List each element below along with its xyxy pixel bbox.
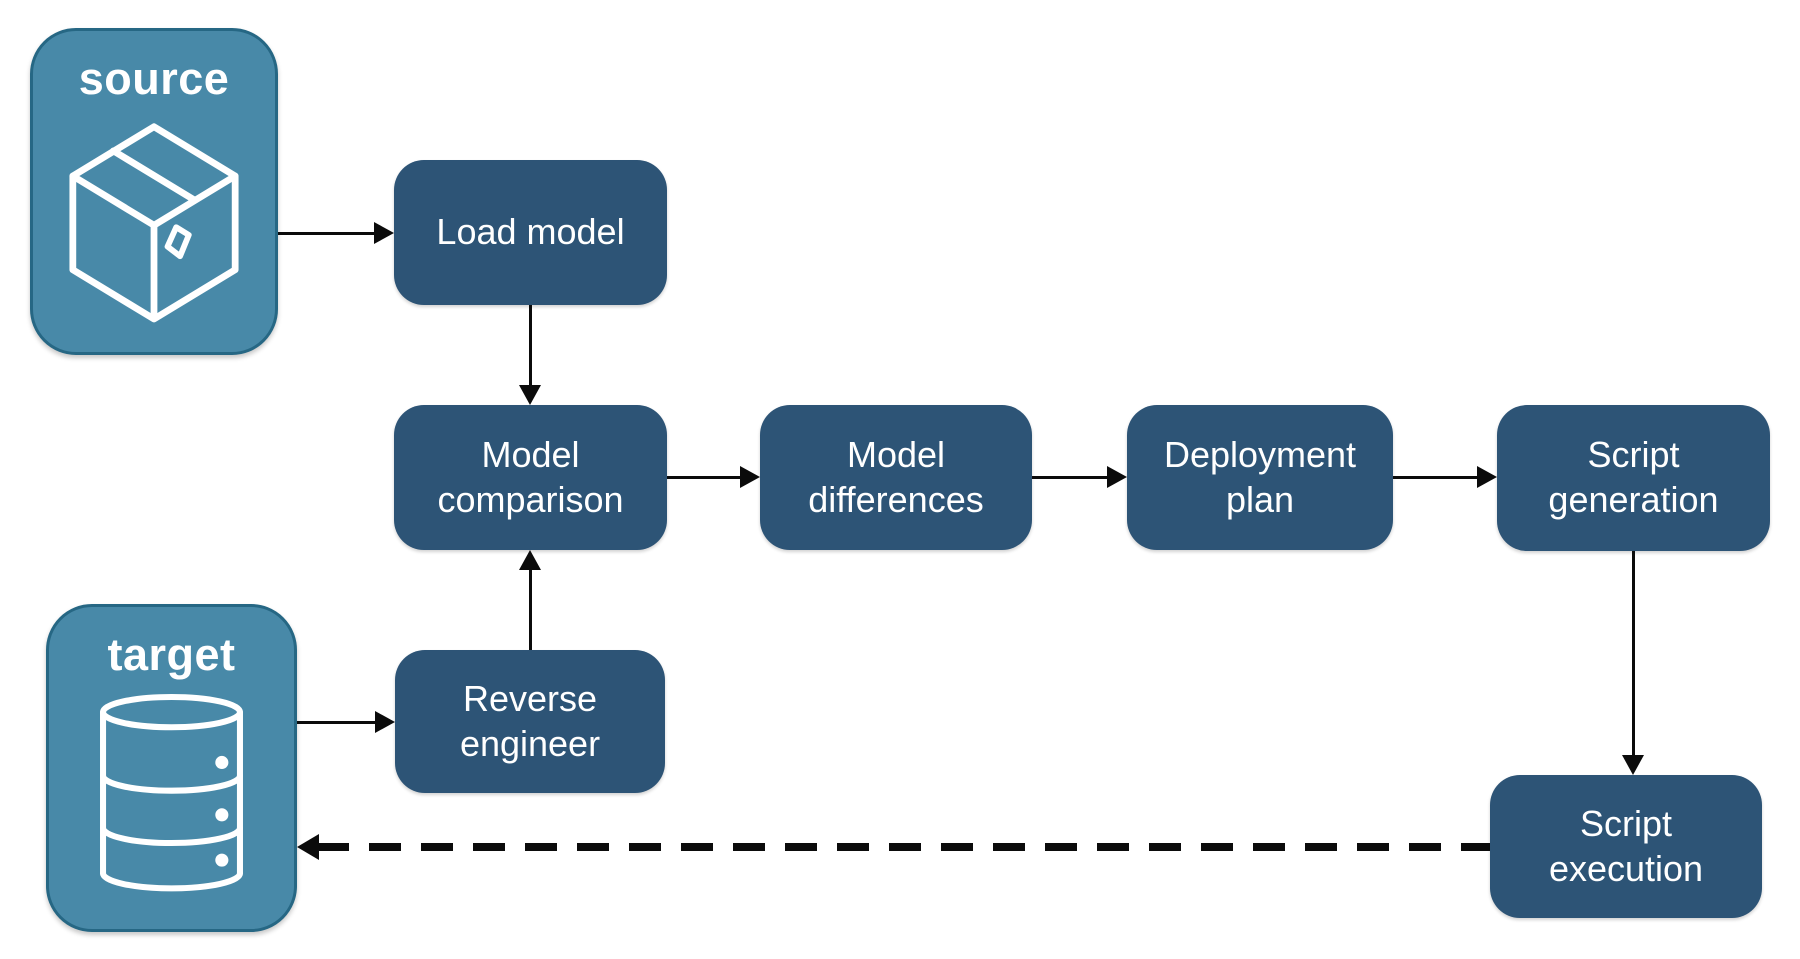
endpoint-source: source xyxy=(30,28,278,355)
endpoint-source-label: source xyxy=(78,53,230,104)
node-script-generation: Script generation xyxy=(1497,405,1770,551)
edge-line xyxy=(1631,551,1635,759)
edge-reverse-engineer-to-model-comparison xyxy=(518,550,542,650)
edge-source-to-load-model xyxy=(278,221,394,245)
arrowhead-left-icon xyxy=(297,834,319,860)
node-load-model: Load model xyxy=(394,160,667,305)
node-model-comparison: Model comparison xyxy=(394,405,667,550)
node-script-execution: Script execution xyxy=(1490,775,1762,918)
edge-line xyxy=(297,720,379,724)
endpoint-target-label: target xyxy=(107,629,236,680)
edge-load-model-to-model-comparison xyxy=(518,305,542,405)
edge-target-to-reverse-engineer xyxy=(297,710,395,734)
node-deployment-plan-label: Deployment plan xyxy=(1163,433,1357,520)
edge-script-execution-to-target-dashed xyxy=(297,833,1490,861)
edge-line xyxy=(667,475,744,479)
node-model-differences-label: Model differences xyxy=(808,433,984,520)
node-script-execution-label: Script execution xyxy=(1548,802,1704,889)
edge-deployment-plan-to-script-generation xyxy=(1393,465,1497,489)
edge-line xyxy=(278,231,378,235)
arrowhead-right-icon xyxy=(1477,466,1497,488)
edge-model-comparison-to-model-differences xyxy=(667,465,760,489)
node-model-differences: Model differences xyxy=(760,405,1032,550)
package-icon xyxy=(69,123,239,323)
endpoint-target: target xyxy=(46,604,297,932)
edge-script-generation-to-script-execution xyxy=(1621,551,1645,775)
node-model-comparison-label: Model comparison xyxy=(437,433,624,520)
edge-dashed-line xyxy=(317,843,1490,851)
node-deployment-plan: Deployment plan xyxy=(1127,405,1393,550)
arrowhead-right-icon xyxy=(1107,466,1127,488)
arrowhead-down-icon xyxy=(1622,755,1644,775)
arrowhead-up-icon xyxy=(519,550,541,570)
node-reverse-engineer: Reverse engineer xyxy=(395,650,665,793)
arrowhead-down-icon xyxy=(519,385,541,405)
arrowhead-right-icon xyxy=(375,711,395,733)
database-icon xyxy=(100,694,243,892)
edge-line xyxy=(528,305,532,389)
node-script-generation-label: Script generation xyxy=(1548,434,1719,520)
edge-line xyxy=(528,566,532,650)
node-reverse-engineer-label: Reverse engineer xyxy=(459,677,601,764)
edge-line xyxy=(1393,475,1481,479)
edge-model-differences-to-deployment-plan xyxy=(1032,465,1127,489)
node-load-model-label: Load model xyxy=(436,211,625,253)
edge-line xyxy=(1032,475,1111,479)
arrowhead-right-icon xyxy=(374,222,394,244)
arrowhead-right-icon xyxy=(740,466,760,488)
